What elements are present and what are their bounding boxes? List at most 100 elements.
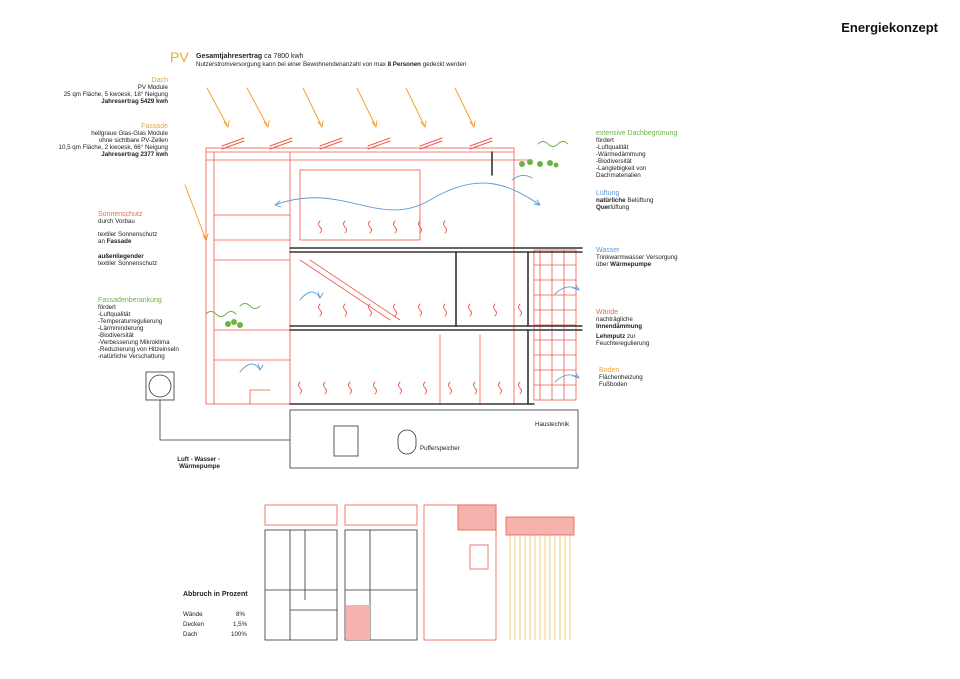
dachbegruenung-item: -Wärmedämmung <box>596 151 646 158</box>
note-waende-l1: nachträgliche <box>596 316 633 323</box>
floor-slabs <box>289 151 583 405</box>
pv-line2-bold: 8 Personen <box>387 61 421 68</box>
abbruch-label: Wände <box>183 611 203 618</box>
floor-plans <box>264 504 497 641</box>
roof-plan-hatch <box>509 535 571 640</box>
note-fassade-l3: 10,5 qm Fläche, 2 kwoesk, 66° Neigung <box>58 144 168 151</box>
note-waende-l3-text: zur <box>626 333 636 340</box>
note-fassadenberankung-heading: Fassadenberankung <box>98 297 162 304</box>
berankung-item: -natürliche Verschattung <box>98 353 165 360</box>
note-fassade: Fassade hellgraue Glas-Glas Module ohne … <box>48 123 168 158</box>
page-title: Energiekonzept <box>841 20 938 35</box>
note-sonnenschutz-l2: textiler Sonnenschutz <box>98 231 158 238</box>
berankung-item: -Temperaturregulierung <box>98 318 163 325</box>
note-sonnenschutz-l4: außenliegender <box>98 253 144 260</box>
floor-heating-waves <box>298 220 522 395</box>
berankung-item: -Luftqualität <box>98 311 131 318</box>
pv-line2-post: gedeckt werden <box>422 61 467 68</box>
note-dach-l1: PV Module <box>137 84 168 91</box>
note-dach-l2: 25 qm Fläche, 5 kwoesk, 18° Neigung <box>63 91 168 98</box>
note-dach: Dach PV Module 25 qm Fläche, 5 kwoesk, 1… <box>48 77 168 105</box>
note-waende: Wände nachträgliche Innendämmung Lehmput… <box>596 309 649 347</box>
dachbegruenung-item: -Luftqualität <box>596 144 629 151</box>
abbruch-heading: Abbruch in Prozent <box>183 591 248 598</box>
note-waende-l2: Innendämmung <box>596 323 643 330</box>
note-lueftung-l2: Querlüftung <box>596 204 653 211</box>
note-lueftung-l1-text: Belüftung <box>627 197 654 204</box>
abbruch-label: Decken <box>183 621 204 628</box>
note-wasser-l2-pre: über <box>596 261 609 268</box>
dachbegruenung-item: -Biodiversität <box>596 158 632 165</box>
dachbegruenung-item: -Langlebigkeit von <box>596 165 647 172</box>
dachbegruenung-item: Dachmaterialien <box>596 172 641 179</box>
abbruch-label: Dach <box>183 631 198 638</box>
note-waende-heading: Wände <box>596 309 619 316</box>
abbruch-value: 1,5% <box>233 621 248 628</box>
note-sonnenschutz-l3-pre: an <box>98 238 105 245</box>
note-dach-heading: Dach <box>151 77 168 84</box>
berankung-item: fördert <box>98 304 116 311</box>
note-dach-l3: Jahresertrag 5429 kwh <box>101 98 168 105</box>
building-outline <box>205 147 577 405</box>
abbruch-row: Wände <box>183 611 203 618</box>
pv-line2: Nutzerstromversorgung kann bei einer Bew… <box>196 61 466 68</box>
berankung-item: -Lärmminderung <box>98 325 144 332</box>
note-sonnenschutz-heading: Sonnenschutz <box>98 211 143 218</box>
note-waermepumpe: Luft - Wasser - Wärmepumpe <box>140 456 220 470</box>
note-wasser-l1: Trinkwarmwasser Versorgung <box>596 254 678 261</box>
abbruch-row: Dach <box>183 631 197 638</box>
sun-ray-arrows <box>184 87 476 242</box>
pv-line1-value: ca 7800 kwh <box>264 53 304 60</box>
note-waermepumpe-l1: Luft - Wasser - <box>177 456 220 463</box>
note-sonnenschutz-l1: durch Vorbau <box>98 218 135 225</box>
note-lueftung-l2-text: lüftung <box>610 204 630 211</box>
plant-clusters <box>225 159 559 328</box>
note-waende-l4: Feuchteregulierung <box>596 340 650 347</box>
note-wasser-heading: Wasser <box>596 247 620 254</box>
note-wasser: Wasser Trinkwarmwasser Versorgung über W… <box>596 247 678 268</box>
label-pufferspeicher: Pufferspeicher <box>420 445 460 452</box>
note-sonnenschutz-l3: an Fassade <box>98 238 157 245</box>
heat-pump-unit <box>145 371 291 441</box>
label-haustechnik: Haustechnik <box>535 421 570 428</box>
note-fassade-l2: ohne sichtbare PV-Zellen <box>98 137 168 144</box>
abbruch-row: Decken <box>183 621 204 628</box>
note-sonnenschutz: Sonnenschutz durch Vorbau textiler Sonne… <box>98 211 157 267</box>
note-fassade-l4: Jahresertrag 2377 kwh <box>101 151 168 158</box>
pv-panels-roof <box>221 137 493 150</box>
basement <box>289 409 579 469</box>
note-boden-heading: Boden <box>599 367 620 374</box>
note-waende-l3-bold: Lehmputz <box>596 333 626 340</box>
note-dachbegruenung-heading: extensive Dachbegrünung <box>596 130 678 137</box>
note-lueftung-l1: natürliche Belüftung <box>596 197 653 204</box>
roof-plan-top <box>505 516 575 536</box>
note-sonnenschutz-l3-bold: Fassade <box>106 238 132 245</box>
note-boden-l1: Flächenheizung <box>599 374 643 381</box>
note-lueftung-l2-bold: Quer <box>596 204 611 211</box>
greenery-wind-marks <box>205 141 569 317</box>
pv-line1: Gesamtjahresertrag ca 7800 kwh <box>196 53 303 60</box>
pv-heading: PV <box>170 49 189 65</box>
note-waende-l3: Lehmputz zur <box>596 333 649 340</box>
airflow-arrows <box>239 175 580 383</box>
abbruch-value: 100% <box>231 631 247 638</box>
pv-line2-pre: Nutzerstromversorgung kann bei einer Bew… <box>196 61 386 68</box>
berankung-item: -Reduzierung von Hitzeinseln <box>98 346 179 353</box>
note-sonnenschutz-l5: textiler Sonnenschutz <box>98 260 158 267</box>
note-fassade-heading: Fassade <box>141 123 168 130</box>
berankung-item: -Verbesserung Mikroklima <box>98 339 170 346</box>
note-boden: Boden Flächenheizung Fußboden <box>599 367 643 388</box>
berankung-item: -Biodiversität <box>98 332 134 339</box>
note-fassadenberankung: Fassadenberankung fördert -Luftqualität … <box>98 297 179 360</box>
note-boden-l2: Fußboden <box>599 381 628 388</box>
note-lueftung-heading: Lüftung <box>596 190 620 197</box>
abbruch-value: 8% <box>236 611 245 618</box>
note-dachbegruenung: extensive Dachbegrünung fördert -Luftqua… <box>596 130 677 179</box>
note-waermepumpe-l2: Wärmepumpe <box>179 463 220 470</box>
note-lueftung: Lüftung natürliche Belüftung Querlüftung <box>596 190 653 211</box>
dachbegruenung-item: fördert <box>596 137 614 144</box>
note-lueftung-l1-bold: natürliche <box>596 197 626 204</box>
pv-line1-label: Gesamtjahresertrag <box>196 53 263 60</box>
note-fassade-l1: hellgraue Glas-Glas Module <box>91 130 168 137</box>
